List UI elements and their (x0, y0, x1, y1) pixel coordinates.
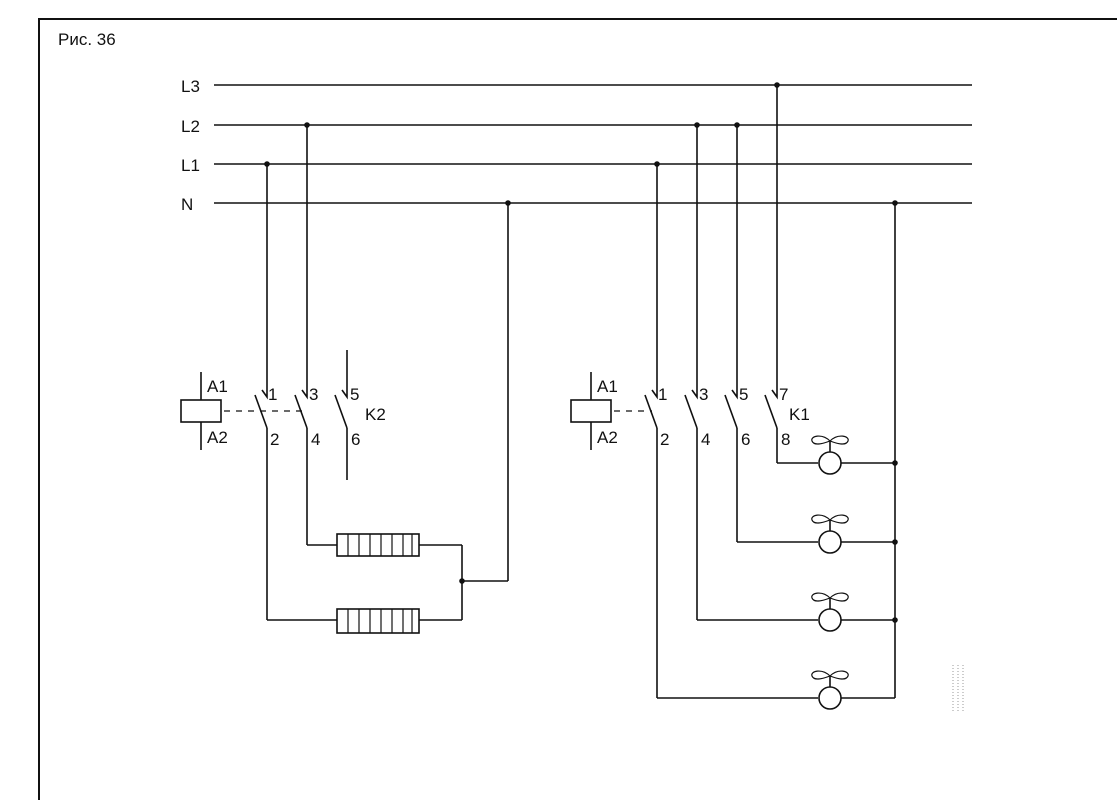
fan-motor-icon (811, 670, 849, 710)
k2-contact-1-2 (254, 389, 268, 620)
k1-coil-a1-label: A1 (597, 377, 618, 396)
k2-contact-5-6 (334, 350, 348, 480)
k1-contact-8-label: 8 (781, 430, 790, 449)
k2-coil-a2-label: A2 (207, 428, 228, 447)
figure-frame (38, 18, 1117, 800)
k1-name-label: K1 (789, 405, 810, 424)
heating-element-icon (336, 608, 420, 634)
k1-contact-5-6 (724, 389, 738, 542)
junction-dot (892, 460, 898, 466)
junction-dot (459, 578, 465, 584)
junction-dot (892, 539, 898, 545)
line-n-label: N (181, 195, 193, 214)
k1-contact-1-2 (644, 389, 658, 698)
k1-contact-2-label: 2 (660, 430, 669, 449)
k1-contact-1-label: 1 (658, 385, 667, 404)
k1-contact-3-4 (684, 389, 698, 620)
k2-contact-2-label: 2 (270, 430, 279, 449)
k1-contact-6-label: 6 (741, 430, 750, 449)
k2-contact-5-label: 5 (350, 385, 359, 404)
k2-coil-a1-label: A1 (207, 377, 228, 396)
junction-dot (892, 617, 898, 623)
k2-contact-3-label: 3 (309, 385, 318, 404)
relay-coil-icon (180, 372, 222, 450)
fan-motor-icon (811, 592, 849, 632)
relay-coil-icon (570, 372, 612, 450)
k1-contact-7-8 (764, 389, 778, 463)
k1-contact-5-label: 5 (739, 385, 748, 404)
wiring-diagram: L3 L2 L1 N A1 A2 (180, 77, 972, 712)
line-l1-label: L1 (181, 156, 200, 175)
k2-contact-1-label: 1 (268, 385, 277, 404)
k2-contact-4-label: 4 (311, 430, 320, 449)
supply-lines: L3 L2 L1 N (181, 77, 972, 214)
k2-name-label: K2 (365, 405, 386, 424)
fan-motor-icon (811, 514, 849, 554)
k1-contact-7-label: 7 (779, 385, 788, 404)
heater-circuit: A1 A2 1 3 5 2 4 6 K2 (180, 122, 511, 634)
k2-contact-6-label: 6 (351, 430, 360, 449)
k1-contact-4-label: 4 (701, 430, 710, 449)
fan-motor-icon (811, 435, 849, 475)
k1-coil-a2-label: A2 (597, 428, 618, 447)
line-l2-label: L2 (181, 117, 200, 136)
k1-contact-3-label: 3 (699, 385, 708, 404)
heating-element-icon (336, 533, 420, 557)
figure-caption: Рис. 36 (58, 30, 116, 49)
line-l3-label: L3 (181, 77, 200, 96)
k2-contact-3-4 (294, 389, 308, 545)
scan-artifact (952, 665, 964, 712)
fan-circuit: A1 A2 1 3 5 7 2 4 6 8 K1 (570, 82, 898, 710)
